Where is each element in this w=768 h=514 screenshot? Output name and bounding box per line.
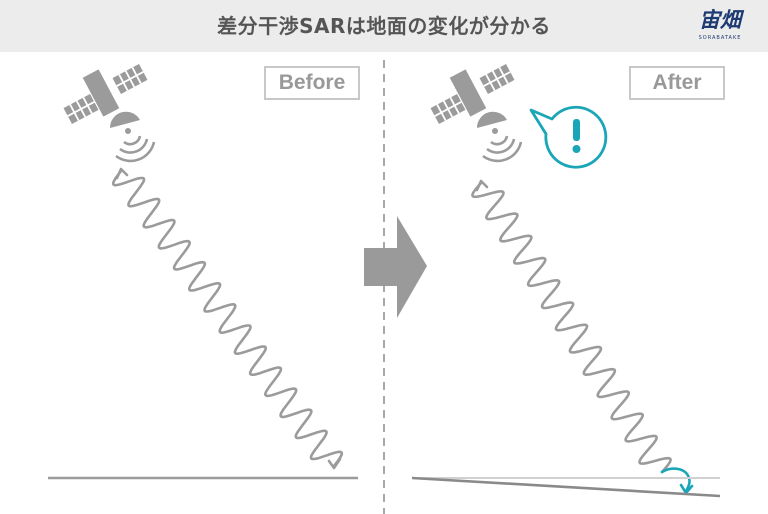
- transition-arrow: [364, 216, 427, 318]
- header-bar: [0, 0, 768, 52]
- after-label: After: [629, 66, 725, 100]
- after-deformed-ground-line: [411, 476, 721, 498]
- after-reflected-wave-change: [660, 467, 694, 495]
- before-radar-wave: [111, 167, 344, 470]
- after-radar-wave: [471, 179, 672, 474]
- after-satellite: [430, 64, 523, 163]
- page-title: 差分干渉SARは地面の変化が分かる: [217, 14, 551, 38]
- logo-subtext: SORABATAKE: [698, 35, 742, 41]
- before-satellite: [63, 64, 156, 163]
- diagram-canvas: [48, 60, 721, 514]
- exclamation-icon: [529, 105, 608, 169]
- logo-mark: 宙畑: [699, 7, 741, 32]
- before-label: Before: [264, 66, 360, 100]
- logo: 宙畑 SORABATAKE: [692, 6, 748, 46]
